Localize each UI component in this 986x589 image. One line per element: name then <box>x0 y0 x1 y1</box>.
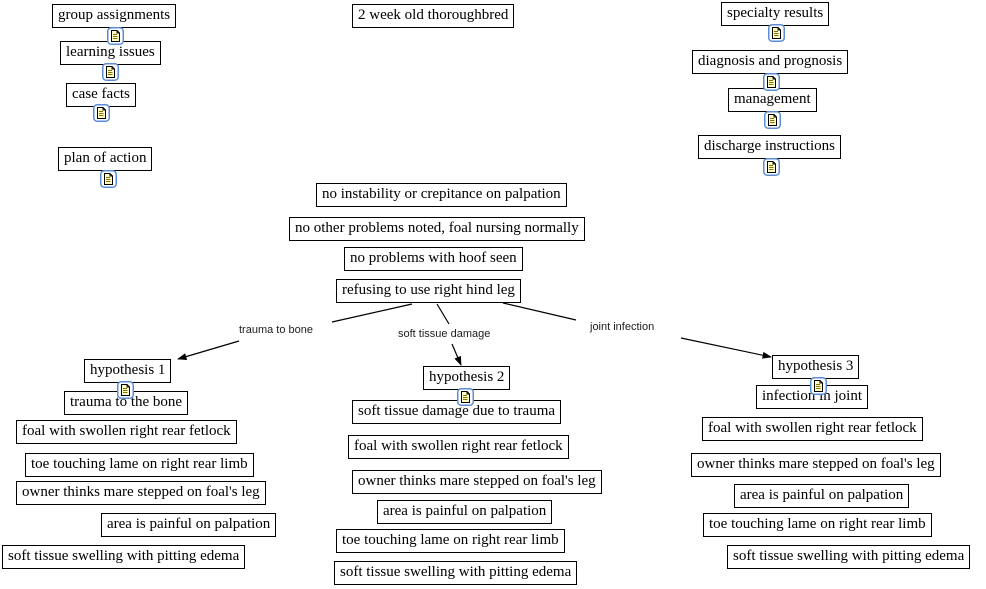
document-icon[interactable] <box>107 27 124 45</box>
concept-node[interactable]: discharge instructions <box>698 135 841 159</box>
concept-node[interactable]: owner thinks mare stepped on foal's leg <box>352 470 602 494</box>
connector-arrow[interactable] <box>680 337 772 359</box>
concept-node[interactable]: foal with swollen right rear fetlock <box>702 417 923 441</box>
concept-node[interactable]: foal with swollen right rear fetlock <box>348 435 569 459</box>
concept-node[interactable]: no problems with hoof seen <box>344 247 523 271</box>
concept-node[interactable]: toe touching lame on right rear limb <box>336 529 565 553</box>
concept-node[interactable]: soft tissue swelling with pitting edema <box>2 545 246 569</box>
concept-node[interactable]: area is painful on palpation <box>101 513 277 537</box>
connector-arrow[interactable] <box>451 343 462 366</box>
concept-node[interactable]: toe touching lame on right rear limb <box>703 513 932 537</box>
document-icon[interactable] <box>763 73 780 91</box>
concept-node[interactable]: soft tissue swelling with pitting edema <box>334 561 578 585</box>
document-icon[interactable] <box>100 170 117 188</box>
concept-node[interactable]: foal with swollen right rear fetlock <box>16 420 237 444</box>
connector-line[interactable] <box>502 302 577 321</box>
concept-node[interactable]: hypothesis 1 <box>84 359 172 383</box>
concept-node[interactable]: refusing to use right hind leg <box>336 279 521 303</box>
document-icon[interactable] <box>457 388 474 406</box>
concept-node[interactable]: no other problems noted, foal nursing no… <box>289 217 585 241</box>
concept-node[interactable]: trauma to the bone <box>64 391 189 415</box>
concept-node[interactable]: soft tissue swelling with pitting edema <box>727 545 971 569</box>
concept-node[interactable]: 2 week old thoroughbred <box>352 4 515 28</box>
concept-node[interactable]: owner thinks mare stepped on foal's leg <box>691 453 941 477</box>
document-icon[interactable] <box>768 24 785 42</box>
connector-arrow[interactable] <box>177 340 240 360</box>
concept-node[interactable]: specialty results <box>721 2 830 26</box>
concept-node[interactable]: no instability or crepitance on palpatio… <box>316 183 567 207</box>
concept-node[interactable]: diagnosis and prognosis <box>692 50 849 74</box>
concept-node[interactable]: soft tissue damage due to trauma <box>352 400 562 424</box>
document-icon[interactable] <box>93 104 110 122</box>
concept-node[interactable]: hypothesis 2 <box>423 366 511 390</box>
concept-node[interactable]: toe touching lame on right rear limb <box>25 453 254 477</box>
link-label[interactable]: joint infection <box>590 321 655 333</box>
link-label[interactable]: soft tissue damage <box>398 328 491 340</box>
concept-node[interactable]: hypothesis 3 <box>772 355 860 379</box>
link-label[interactable]: trauma to bone <box>239 324 313 336</box>
concept-node[interactable]: area is painful on palpation <box>377 500 553 524</box>
connector-line[interactable] <box>436 303 450 325</box>
connector-line[interactable] <box>331 303 413 323</box>
concept-node[interactable]: plan of action <box>58 147 153 171</box>
concept-node[interactable]: owner thinks mare stepped on foal's leg <box>16 481 266 505</box>
concept-node[interactable]: group assignments <box>52 4 177 28</box>
concept-node[interactable]: management <box>728 88 817 112</box>
concept-node[interactable]: area is painful on palpation <box>734 484 910 508</box>
document-icon[interactable] <box>764 111 781 129</box>
document-icon[interactable] <box>763 158 780 176</box>
document-icon[interactable] <box>810 377 827 395</box>
document-icon[interactable] <box>117 381 134 399</box>
document-icon[interactable] <box>102 63 119 81</box>
